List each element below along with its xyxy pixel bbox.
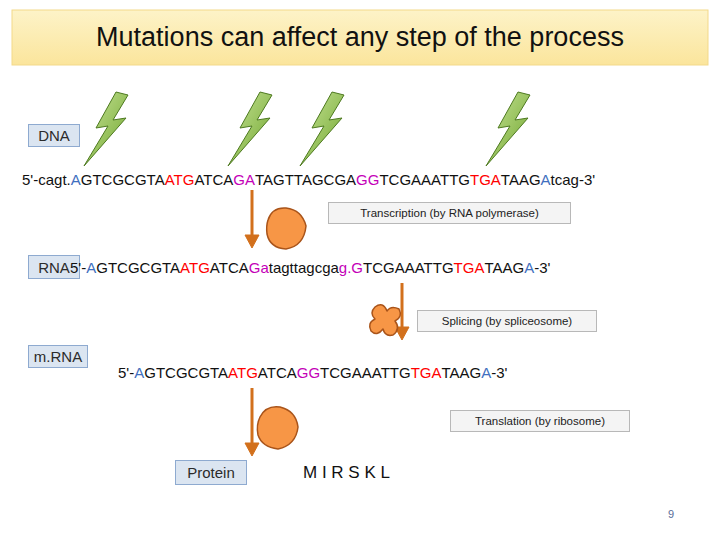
- sequence-segment: ATG: [228, 363, 258, 383]
- title-banner: [12, 10, 708, 65]
- sequence-segment: TGA: [454, 258, 485, 278]
- spliceosome-shape: [370, 305, 401, 336]
- sequence-segment: 5'-: [118, 363, 134, 383]
- process-box: Transcription (by RNA polymerase): [328, 202, 571, 224]
- box-label: DNA: [38, 127, 70, 144]
- sequence-segment: tagttagcga: [269, 258, 339, 278]
- ribosome-shape: [257, 407, 298, 449]
- protein-sequence: M I R S K L: [303, 463, 390, 483]
- page-number: 9: [668, 508, 674, 520]
- sequence-segment: TAAG: [442, 363, 482, 383]
- sequence-line: 5'-cagt.AGTCGCGTAATGATCAGATAGTTAGCGAGGTC…: [22, 170, 595, 190]
- molecule-label-box: m.RNA: [28, 345, 88, 368]
- sequence-segment: A: [134, 363, 144, 383]
- box-label: RNA: [38, 259, 70, 276]
- sequence-segment: A: [524, 258, 534, 278]
- process-arrow: [251, 388, 254, 444]
- sequence-segment: -3': [491, 363, 507, 383]
- molecule-label-box: DNA: [28, 124, 80, 147]
- sequence-segment: tcag-3': [551, 170, 596, 190]
- sequence-segment: GTCGCGTA: [96, 258, 180, 278]
- sequence-segment: A: [541, 170, 551, 190]
- sequence-segment: ATCA: [194, 170, 233, 190]
- box-label: m.RNA: [34, 348, 82, 365]
- sequence-segment: ATCA: [258, 363, 297, 383]
- sequence-segment: A: [481, 363, 491, 383]
- sequence-segment: ATCA: [210, 258, 249, 278]
- process-arrow: [401, 283, 404, 328]
- sequence-segment: TGA: [470, 170, 501, 190]
- sequence-segment: Ga: [249, 258, 269, 278]
- sequence-segment: GA: [233, 170, 255, 190]
- molecule-label-box: Protein: [175, 460, 247, 485]
- sequence-segment: TAAG: [484, 258, 524, 278]
- box-label: Translation (by ribosome): [475, 415, 605, 427]
- arrow-head: [245, 443, 259, 456]
- sequence-segment: 5'-: [70, 258, 86, 278]
- lightning-bolt: [84, 92, 128, 166]
- sequence-segment: TCGAAATTG: [363, 258, 454, 278]
- process-arrow: [251, 190, 254, 236]
- sequence-segment: TCGAAATTG: [379, 170, 470, 190]
- sequence-segment: TAAG: [501, 170, 541, 190]
- slide-title: Mutations can affect any step of the pro…: [12, 10, 708, 65]
- lightning-bolt: [228, 92, 272, 166]
- sequence-segment: A: [86, 258, 96, 278]
- box-label: Transcription (by RNA polymerase): [360, 207, 539, 219]
- polymerase-shape: [267, 208, 306, 249]
- sequence-segment: ATG: [180, 258, 210, 278]
- sequence-segment: GTCGCGTA: [144, 363, 228, 383]
- sequence-line: 5'-AGTCGCGTAATGATCAGatagttagcgag.GTCGAAA…: [70, 258, 550, 278]
- sequence-segment: GTCGCGTA: [81, 170, 165, 190]
- sequence-segment: A: [71, 170, 81, 190]
- box-label: Splicing (by spliceosome): [442, 315, 572, 327]
- sequence-segment: TCGAAATTG: [320, 363, 411, 383]
- sequence-segment: ATG: [165, 170, 195, 190]
- sequence-segment: g.G: [339, 258, 363, 278]
- sequence-segment: 5'-cagt.: [22, 170, 71, 190]
- sequence-line: 5'-AGTCGCGTAATGATCAGGTCGAAATTGTGATAAGA-3…: [118, 363, 507, 383]
- arrow-head: [245, 235, 259, 248]
- box-label: Protein: [187, 464, 235, 481]
- sequence-segment: GG: [297, 363, 320, 383]
- sequence-segment: -3': [534, 258, 550, 278]
- sequence-segment: TAGTTAGCGA: [255, 170, 356, 190]
- process-box: Translation (by ribosome): [450, 410, 630, 432]
- sequence-segment: TGA: [411, 363, 442, 383]
- lightning-bolt: [300, 92, 344, 166]
- process-box: Splicing (by spliceosome): [417, 310, 597, 332]
- lightning-bolt: [486, 92, 530, 166]
- sequence-segment: GG: [356, 170, 379, 190]
